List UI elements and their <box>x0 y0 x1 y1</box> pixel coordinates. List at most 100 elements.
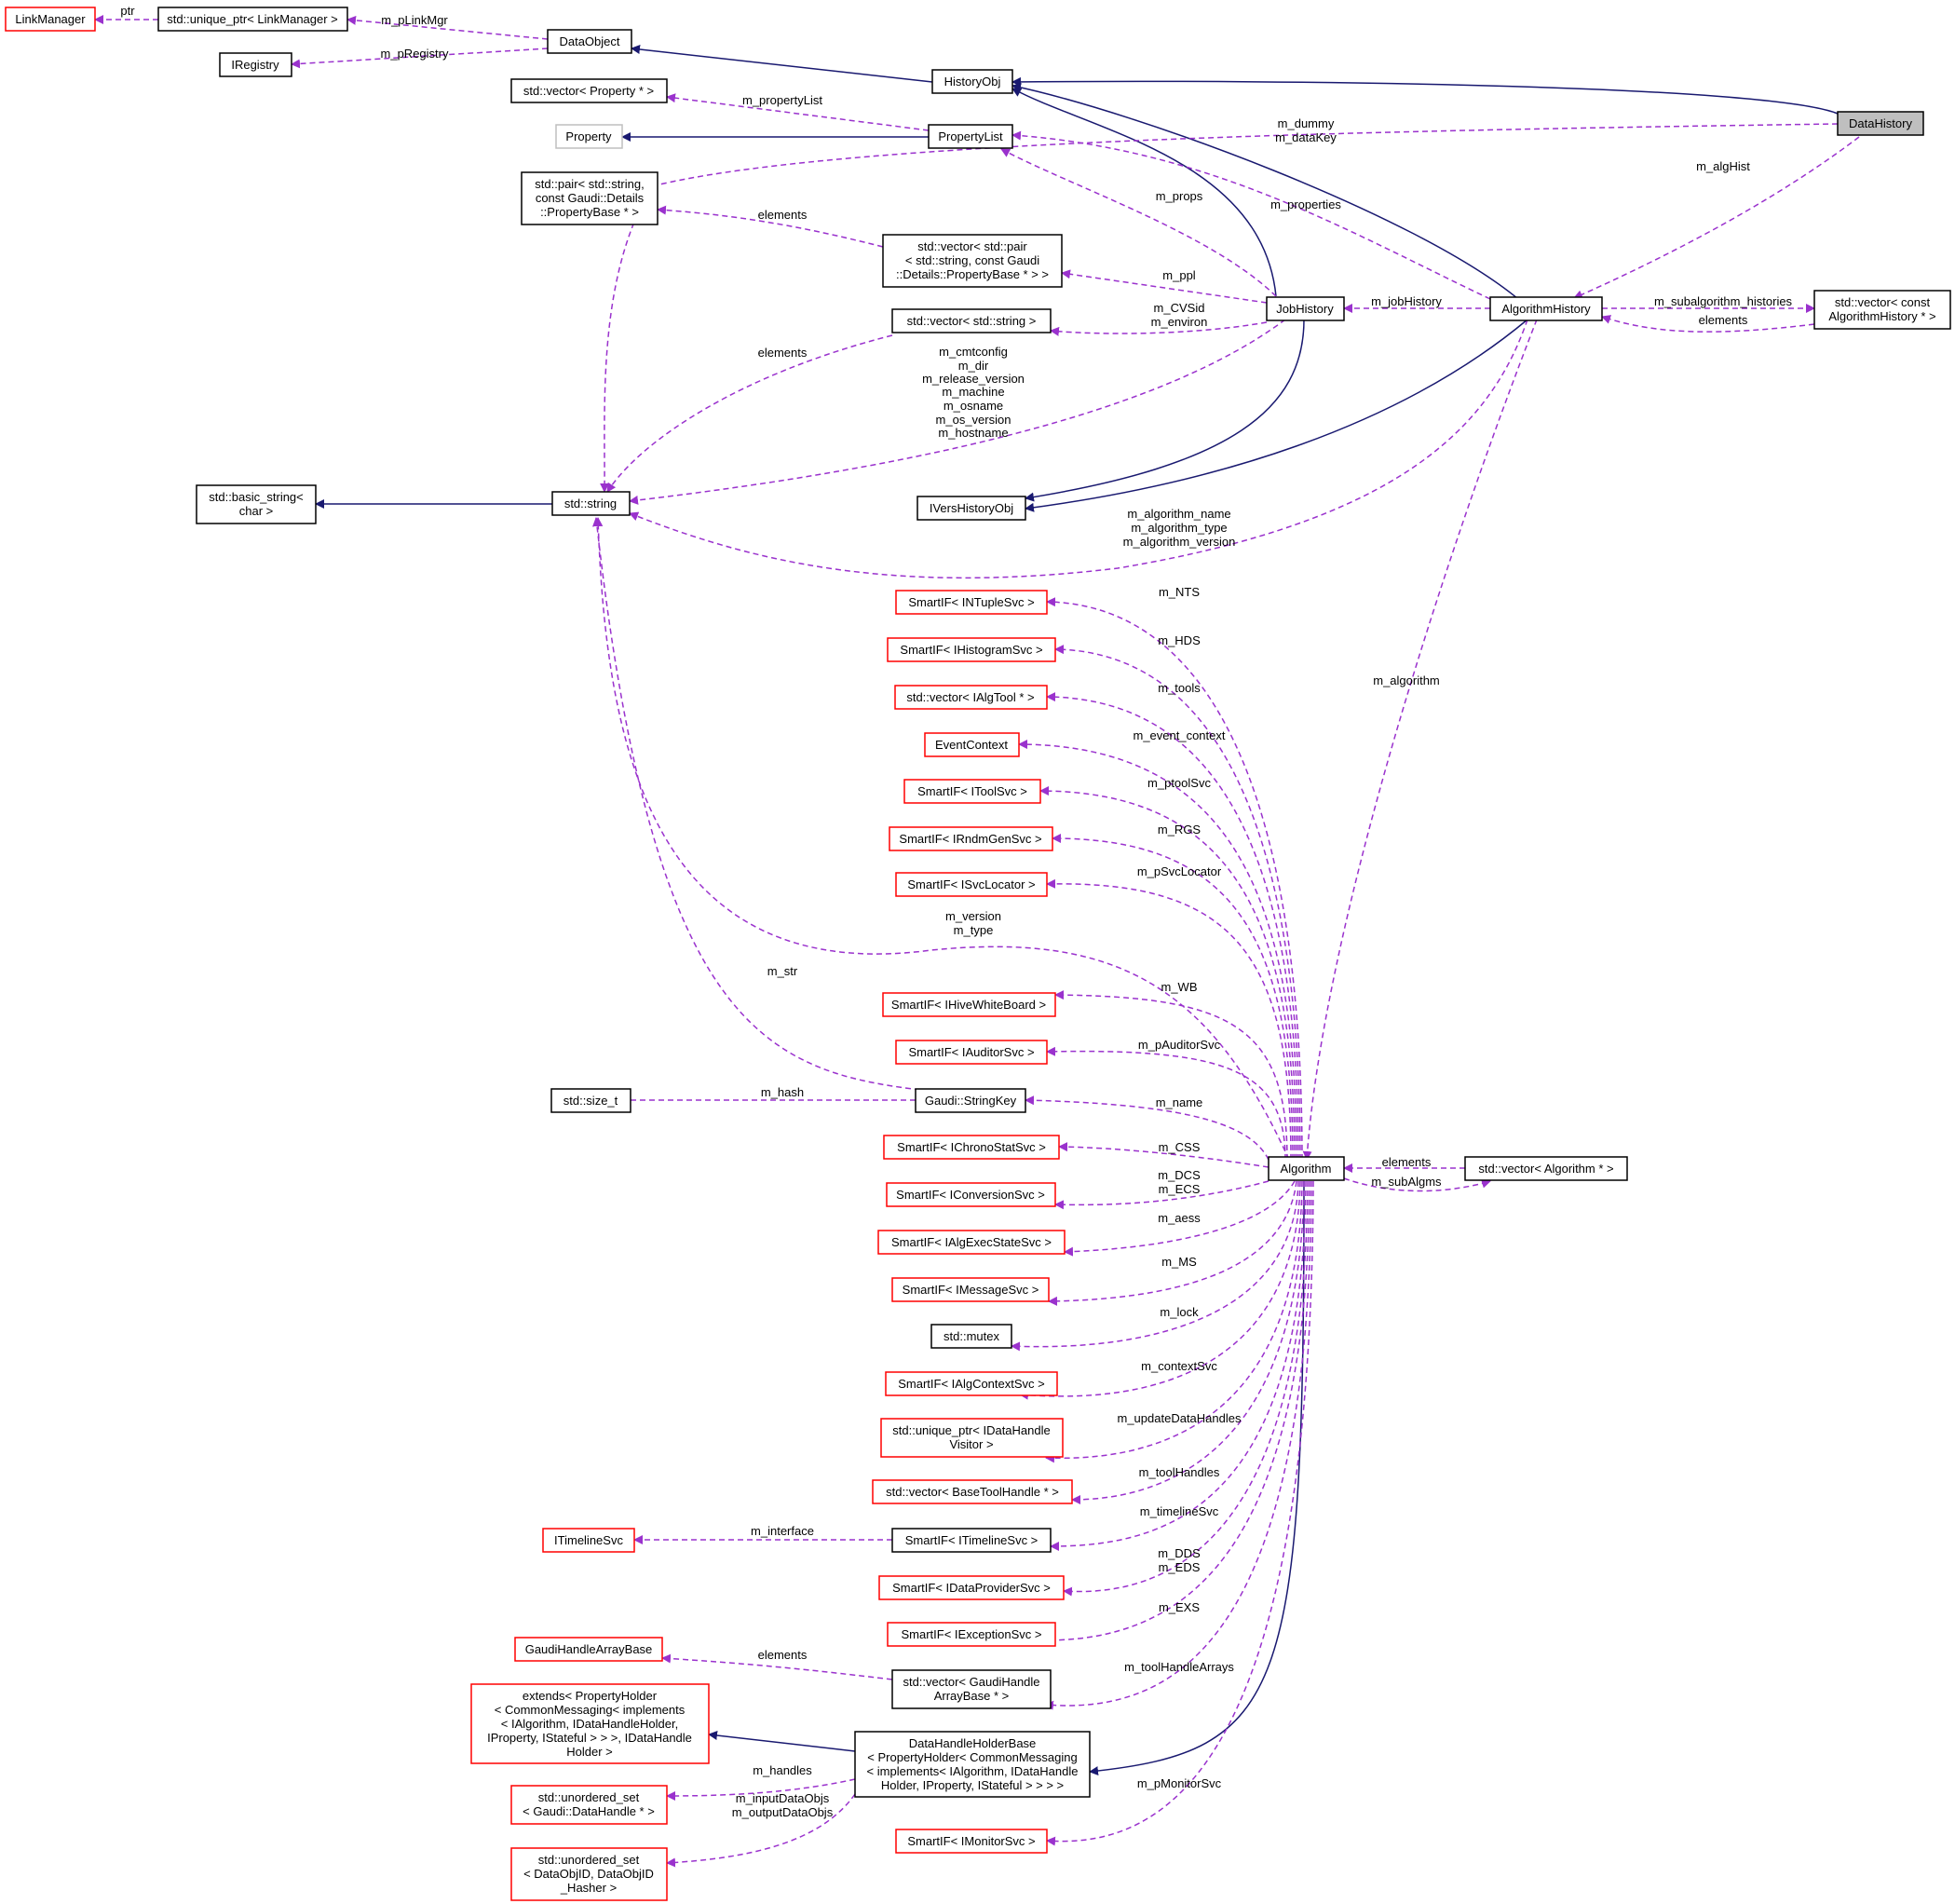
node-std-string[interactable]: std::string <box>551 491 631 516</box>
node-unordered-set-data-handle[interactable]: std::unordered_set< Gaudi::DataHandle * … <box>510 1785 668 1825</box>
node-gaudi-handle-array-base[interactable]: GaudiHandleArrayBase <box>514 1637 663 1662</box>
edge-label-m-updatedatahandles: m_updateDataHandles <box>1118 1411 1242 1425</box>
svg-text:SmartIF< IConversionSvc >: SmartIF< IConversionSvc > <box>896 1188 1045 1202</box>
svg-text:DataHandleHolderBase: DataHandleHolderBase <box>909 1736 1037 1750</box>
edge-label-m-pmonitorsvc: m_pMonitorSvc <box>1137 1776 1222 1790</box>
edge-m-timelinesvc <box>1050 1180 1307 1551</box>
node-smartif-iconversion-svc[interactable]: SmartIF< IConversionSvc > <box>886 1182 1056 1207</box>
node-smartif-itimeline-svc[interactable]: SmartIF< ITimelineSvc > <box>891 1528 1052 1553</box>
edge-alg-strings <box>629 319 1528 579</box>
edge-m-dummy-datakey <box>600 123 1839 493</box>
edge-label-m-ppl: m_ppl <box>1162 268 1196 282</box>
node-smartif-imonitor-svc[interactable]: SmartIF< IMonitorSvc > <box>895 1829 1048 1854</box>
edge-label-m-dir: m_dir <box>958 359 989 373</box>
edge-m-pregistry <box>291 48 549 69</box>
node-vector-gaudi-handle-array-base[interactable]: std::vector< GaudiHandleArrayBase * > <box>891 1669 1052 1709</box>
node-basic-string[interactable]: std::basic_string<char > <box>196 484 317 524</box>
node-event-context[interactable]: EventContext <box>924 732 1020 757</box>
node-vector-property-ptr[interactable]: std::vector< Property * > <box>510 78 668 103</box>
node-smartif-ichrono-stat-svc[interactable]: SmartIF< IChronoStatSvc > <box>883 1135 1060 1160</box>
svg-text:< CommonMessaging< implements: < CommonMessaging< implements <box>495 1703 686 1717</box>
node-job-history[interactable]: JobHistory <box>1266 296 1345 321</box>
svg-text:SmartIF< INTupleSvc >: SmartIF< INTupleSvc > <box>908 595 1034 609</box>
node-vector-base-tool-handle[interactable]: std::vector< BaseToolHandle * > <box>872 1479 1073 1504</box>
node-gaudi-string-key[interactable]: Gaudi::StringKey <box>915 1088 1026 1113</box>
svg-text:Visitor >: Visitor > <box>949 1437 993 1451</box>
node-vector-string[interactable]: std::vector< std::string > <box>891 308 1052 333</box>
node-smartif-ihistogram-svc[interactable]: SmartIF< IHistogramSvc > <box>887 637 1056 662</box>
node-size-t[interactable]: std::size_t <box>550 1088 631 1113</box>
node-algorithm[interactable]: Algorithm <box>1268 1156 1345 1181</box>
edge-m-ppl <box>1061 269 1268 304</box>
edge-label-m-environ: m_environ <box>1151 315 1208 329</box>
node-vector-ialg-tool[interactable]: std::vector< IAlgTool * > <box>894 685 1048 710</box>
node-extends-property-holder[interactable]: extends< PropertyHolder< CommonMessaging… <box>470 1683 710 1764</box>
edge-label-m-hostname: m_hostname <box>938 426 1008 440</box>
edge-label-m-dcs: m_DCS <box>1158 1168 1201 1182</box>
node-data-handle-holder-base[interactable]: DataHandleHolderBase< PropertyHolder< Co… <box>854 1731 1091 1798</box>
node-ivers-history-obj[interactable]: IVersHistoryObj <box>916 496 1026 521</box>
edge-label-m-plinkmgr: m_pLinkMgr <box>381 13 448 27</box>
node-smartif-itool-svc[interactable]: SmartIF< IToolSvc > <box>903 779 1041 804</box>
node-property[interactable]: Property <box>555 124 623 149</box>
node-data-object[interactable]: DataObject <box>547 29 632 54</box>
svg-text:char >: char > <box>239 504 274 518</box>
node-smartif-intuple-svc[interactable]: SmartIF< INTupleSvc > <box>895 590 1048 615</box>
edge-m-data-objs <box>666 1793 856 1868</box>
node-smartif-ialg-exec-state-svc[interactable]: SmartIF< IAlgExecStateSvc > <box>877 1230 1066 1255</box>
edge-label-m-hash: m_hash <box>761 1085 804 1099</box>
node-smartif-ihive-white-board[interactable]: SmartIF< IHiveWhiteBoard > <box>882 992 1056 1017</box>
edge-label-m-machine: m_machine <box>942 385 1004 399</box>
edge-label-elements-gaudi: elements <box>758 1648 808 1662</box>
node-smartif-imessage-svc[interactable]: SmartIF< IMessageSvc > <box>891 1277 1050 1302</box>
edge-label-m-alghist: m_algHist <box>1696 159 1750 173</box>
node-smartif-idata-provider-svc[interactable]: SmartIF< IDataProviderSvc > <box>878 1575 1065 1600</box>
svg-text:IVersHistoryObj: IVersHistoryObj <box>930 501 1013 515</box>
edge-m-toolhandles <box>1071 1180 1305 1504</box>
edge-m-dds-eds <box>1063 1180 1309 1597</box>
edge-m-cvsid-environ <box>1050 321 1268 336</box>
svg-text:< implements< IAlgorithm, IDat: < implements< IAlgorithm, IDataHandle <box>867 1764 1079 1778</box>
node-history-obj[interactable]: HistoryObj <box>931 69 1013 94</box>
node-itimeline-svc[interactable]: ITimelineSvc <box>542 1528 635 1553</box>
edge-datahandleholderbase-to-extends <box>708 1731 856 1752</box>
node-iregistry[interactable]: IRegistry <box>219 52 292 77</box>
edge-label-m-rgs: m_RGS <box>1158 823 1202 836</box>
edge-m-version-type <box>593 517 1290 1161</box>
svg-text:SmartIF< IAuditorSvc >: SmartIF< IAuditorSvc > <box>908 1045 1034 1059</box>
svg-text:std::vector< const: std::vector< const <box>1835 295 1931 309</box>
node-smartif-irndm-gen-svc[interactable]: SmartIF< IRndmGenSvc > <box>889 826 1053 851</box>
edge-elements-string <box>606 334 893 493</box>
node-std-mutex[interactable]: std::mutex <box>930 1324 1012 1349</box>
edge-m-str <box>592 517 921 1091</box>
edge-m-handles <box>666 1778 856 1801</box>
edge-m-alghist <box>1573 136 1860 299</box>
edge-label-m-os-version: m_os_version <box>936 413 1011 427</box>
node-unique-ptr-link-manager[interactable]: std::unique_ptr< LinkManager > <box>157 7 348 32</box>
node-smartif-isvc-locator[interactable]: SmartIF< ISvcLocator > <box>895 872 1048 897</box>
node-algorithm-history[interactable]: AlgorithmHistory <box>1489 296 1603 321</box>
node-smartif-iexception-svc[interactable]: SmartIF< IExceptionSvc > <box>887 1622 1056 1647</box>
node-vector-algorithm[interactable]: std::vector< Algorithm * > <box>1464 1156 1628 1181</box>
node-pair-string-property[interactable]: std::pair< std::string,const Gaudi::Deta… <box>521 171 658 225</box>
edge-m-ms <box>1048 1180 1297 1306</box>
node-link-manager[interactable]: LinkManager <box>5 7 96 32</box>
edge-label-m-exs: m_EXS <box>1159 1600 1200 1614</box>
node-property-list[interactable]: PropertyList <box>928 124 1013 149</box>
edge-label-m-algorithm-version: m_algorithm_version <box>1123 535 1236 549</box>
edge-label-m-inputdataobjs: m_inputDataObjs <box>736 1791 830 1805</box>
node-smartif-ialg-context-svc[interactable]: SmartIF< IAlgContextSvc > <box>885 1371 1058 1396</box>
node-unordered-set-data-obj-id[interactable]: std::unordered_set< DataObjID, DataObjID… <box>510 1847 668 1901</box>
svg-text:HistoryObj: HistoryObj <box>944 75 1001 88</box>
edge-m-event-context <box>1018 740 1297 1161</box>
edge-label-m-toolhandlearrays: m_toolHandleArrays <box>1124 1660 1234 1674</box>
node-smartif-iauditor-svc[interactable]: SmartIF< IAuditorSvc > <box>895 1040 1048 1065</box>
nodes: LinkManager std::unique_ptr< LinkManager… <box>5 7 1951 1901</box>
edge-label-m-ptoolsvc: m_ptoolSvc <box>1147 776 1211 790</box>
edge-label-elements-string: elements <box>758 346 808 360</box>
node-data-history[interactable]: DataHistory <box>1837 111 1924 136</box>
svg-text:< PropertyHolder< CommonMessag: < PropertyHolder< CommonMessaging <box>867 1750 1077 1764</box>
node-vector-pair-string-property[interactable]: std::vector< std::pair< std::string, con… <box>882 234 1063 288</box>
